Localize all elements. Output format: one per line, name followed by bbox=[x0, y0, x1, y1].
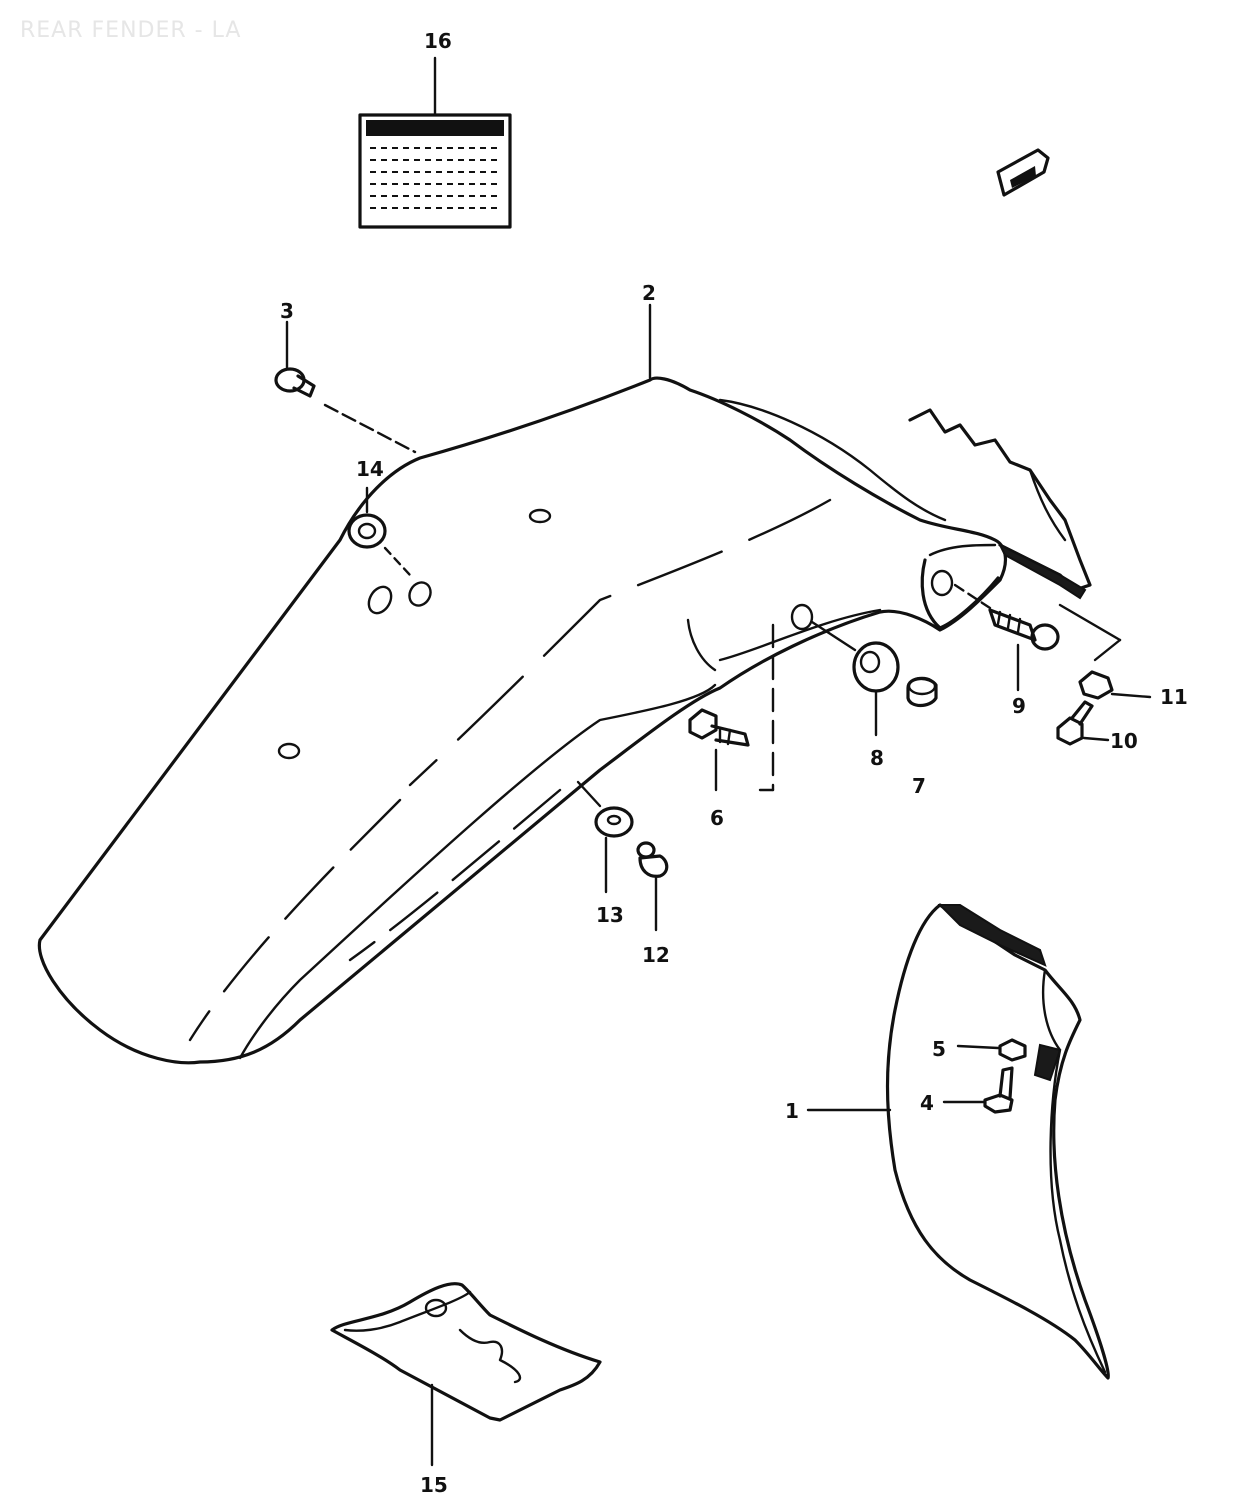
caution-label-part bbox=[358, 56, 512, 229]
part-label-1: 1 bbox=[785, 1099, 799, 1123]
part-label-11: 11 bbox=[1160, 685, 1188, 709]
part-label-6: 6 bbox=[710, 806, 724, 830]
screw-part-10 bbox=[1056, 700, 1110, 746]
part-label-9: 9 bbox=[1012, 694, 1026, 718]
part-label-10: 10 bbox=[1110, 729, 1138, 753]
bolt-part-6 bbox=[688, 623, 775, 792]
screw-part-3 bbox=[274, 320, 417, 454]
part-label-14: 14 bbox=[356, 457, 384, 481]
small-bracket-part bbox=[996, 148, 1050, 197]
diagram-title: REAR FENDER - LA bbox=[20, 18, 242, 43]
part-label-4: 4 bbox=[920, 1091, 934, 1115]
nut-part-12 bbox=[636, 841, 669, 932]
spacer-part-8 bbox=[810, 620, 900, 737]
grommet-part-14 bbox=[347, 486, 412, 577]
part-label-12: 12 bbox=[642, 943, 670, 967]
part-label-5: 5 bbox=[932, 1037, 946, 1061]
collar-part-7 bbox=[906, 676, 938, 708]
part-label-13: 13 bbox=[596, 903, 624, 927]
washer-part-13 bbox=[576, 780, 634, 894]
mud-guard-part-1 bbox=[806, 903, 1110, 1380]
tool-pouch-part-15 bbox=[330, 1282, 602, 1467]
part-label-7: 7 bbox=[912, 774, 926, 798]
part-number-labels: 16 2 3 14 11 9 10 8 7 6 13 12 5 1 4 15 bbox=[280, 29, 1188, 1497]
part-label-2: 2 bbox=[642, 281, 656, 305]
rear-fender-part bbox=[37, 303, 1092, 1065]
part-label-3: 3 bbox=[280, 299, 294, 323]
nut-part-11 bbox=[1058, 603, 1152, 700]
part-label-15: 15 bbox=[420, 1473, 448, 1497]
part-label-16: 16 bbox=[424, 29, 452, 53]
part-label-8: 8 bbox=[870, 746, 884, 770]
bolt-part-9 bbox=[953, 583, 1060, 692]
